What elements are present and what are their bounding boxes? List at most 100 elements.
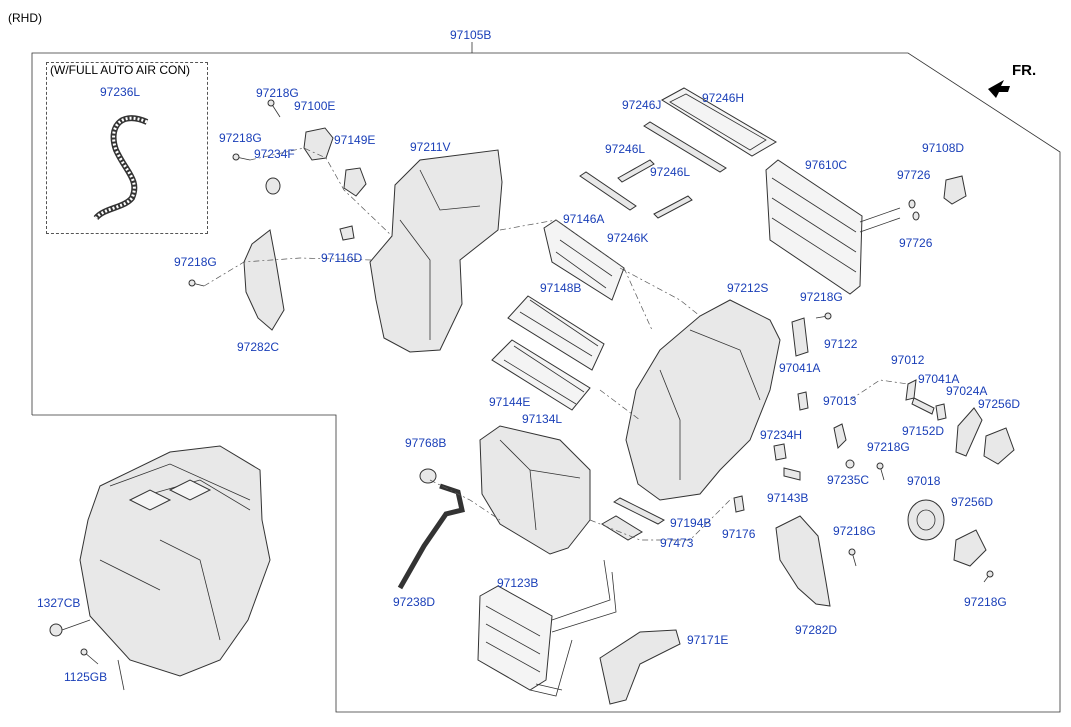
part-label-97768B[interactable]: 97768B: [405, 436, 447, 450]
part-label-97108D[interactable]: 97108D: [922, 141, 965, 155]
case-97134L: [479, 425, 591, 555]
grommet-97108D: [943, 175, 967, 205]
door-97144E: [491, 339, 591, 411]
front-direction-label: FR.: [1012, 62, 1037, 79]
lever-97013: [833, 423, 847, 450]
part-label-97143B[interactable]: 97143B: [767, 491, 809, 505]
part-label-97246L[interactable]: 97246L: [650, 165, 691, 179]
variant-label: (RHD): [8, 11, 42, 25]
seal-97246J: [643, 121, 727, 173]
part-label-97726[interactable]: 97726: [899, 236, 933, 250]
clip-97234H: [773, 443, 787, 461]
bolt-1327CB: [49, 619, 91, 637]
part-label-97246H[interactable]: 97246H: [702, 91, 745, 105]
part-label-97282C[interactable]: 97282C: [237, 340, 280, 354]
actuator-97149E: [343, 167, 367, 197]
duct-97282D: [775, 515, 831, 607]
part-label-97282D[interactable]: 97282D: [795, 623, 838, 637]
screw-97218G-a: [267, 99, 281, 118]
inset-title: (W/FULL AUTO AIR CON): [50, 63, 191, 77]
lever-97012: [905, 379, 917, 401]
door-97146A: [543, 219, 625, 301]
cap-97768B: [419, 468, 437, 484]
part-label-97100E[interactable]: 97100E: [294, 99, 336, 113]
door-97148B: [507, 295, 605, 371]
link-97041A-a: [797, 391, 809, 411]
part-label-97246J[interactable]: 97246J: [622, 98, 662, 112]
actuator-97024A: [955, 407, 983, 457]
part-label-97234F[interactable]: 97234F: [254, 147, 295, 161]
assembly-outline: [31, 52, 1061, 713]
duct-97282C: [243, 229, 285, 331]
part-label-97235C[interactable]: 97235C: [827, 473, 870, 487]
inset-box: [46, 62, 208, 234]
bolt-1125GB: [80, 648, 99, 665]
part-label-97012[interactable]: 97012: [891, 353, 925, 367]
part-label-97218G[interactable]: 97218G: [964, 595, 1007, 609]
screw-97218G-g: [983, 570, 994, 583]
part-label-97218G[interactable]: 97218G: [174, 255, 217, 269]
part-label-97211V[interactable]: 97211V: [410, 140, 451, 154]
case-97212S: [625, 299, 781, 501]
part-label-97218G[interactable]: 97218G: [219, 131, 262, 145]
link-97152D: [911, 397, 935, 415]
part-label-97218G[interactable]: 97218G: [833, 524, 876, 538]
part-label-97123B[interactable]: 97123B: [497, 576, 539, 590]
part-label-97234H[interactable]: 97234H: [760, 428, 803, 442]
part-label-97152D[interactable]: 97152D: [902, 424, 945, 438]
part-label-97176[interactable]: 97176: [722, 527, 756, 541]
part-label-97041A[interactable]: 97041A: [918, 372, 960, 386]
screw-97218G-d: [815, 312, 832, 320]
part-label-97194B[interactable]: 97194B: [670, 516, 712, 530]
part-label-97246L[interactable]: 97246L: [605, 142, 646, 156]
part-label-97218G[interactable]: 97218G: [867, 440, 910, 454]
part-label-97171E[interactable]: 97171E: [687, 633, 729, 647]
seal-97194B: [613, 497, 665, 525]
heater-core-97123B: [477, 585, 553, 691]
part-label-97246K[interactable]: 97246K: [607, 231, 649, 245]
motor-97018: [907, 499, 945, 541]
seal-97246L-a: [617, 159, 655, 183]
part-label-97134L[interactable]: 97134L: [522, 412, 563, 426]
seal-97246L-b: [653, 195, 693, 219]
assembly-label: 97105B: [450, 28, 492, 42]
part-label-97148B[interactable]: 97148B: [540, 281, 582, 295]
duct-97171E: [599, 629, 681, 705]
part-label-97018[interactable]: 97018: [907, 474, 941, 488]
sensor-97143B: [783, 467, 801, 481]
part-label-97218G[interactable]: 97218G: [800, 290, 843, 304]
part-label-97256D[interactable]: 97256D: [978, 397, 1021, 411]
part-label-97212S[interactable]: 97212S: [727, 281, 769, 295]
part-label-97473[interactable]: 97473: [660, 536, 694, 550]
part-label-97238D[interactable]: 97238D: [393, 595, 436, 609]
seal-97473: [601, 515, 643, 541]
part-label-97236L[interactable]: 97236L: [100, 85, 141, 99]
part-label-97122[interactable]: 97122: [824, 337, 858, 351]
module-97256D-b: [953, 529, 987, 567]
o-ring-97726-a: [908, 199, 916, 209]
screw-97218G-e: [876, 462, 885, 481]
part-label-97041A[interactable]: 97041A: [779, 361, 821, 375]
part-label-97726[interactable]: 97726: [897, 168, 931, 182]
part-label-1327CB[interactable]: 1327CB: [37, 596, 81, 610]
part-label-1125GB[interactable]: 1125GB: [64, 670, 108, 684]
part-label-97146A[interactable]: 97146A: [563, 212, 605, 226]
part-label-97256D[interactable]: 97256D: [951, 495, 994, 509]
link-97041A-b: [935, 403, 947, 421]
part-label-97149E[interactable]: 97149E: [334, 133, 376, 147]
part-label-97116D[interactable]: 97116D: [321, 251, 363, 265]
case-97211V: [369, 149, 503, 353]
part-label-97144E[interactable]: 97144E: [489, 395, 531, 409]
filter-97246H: [661, 87, 777, 157]
hose-97238D: [397, 483, 465, 590]
part-label-97218G[interactable]: 97218G: [256, 86, 299, 100]
seal-97246K: [579, 171, 637, 211]
part-label-97024A[interactable]: 97024A: [946, 384, 988, 398]
part-label-97013[interactable]: 97013: [823, 394, 857, 408]
screw-97218G-f: [848, 548, 857, 567]
part-label-97610C[interactable]: 97610C: [805, 158, 848, 172]
front-arrow-icon: [988, 80, 1010, 98]
screw-97218G-b: [232, 153, 251, 161]
clip-97235C: [845, 459, 855, 469]
